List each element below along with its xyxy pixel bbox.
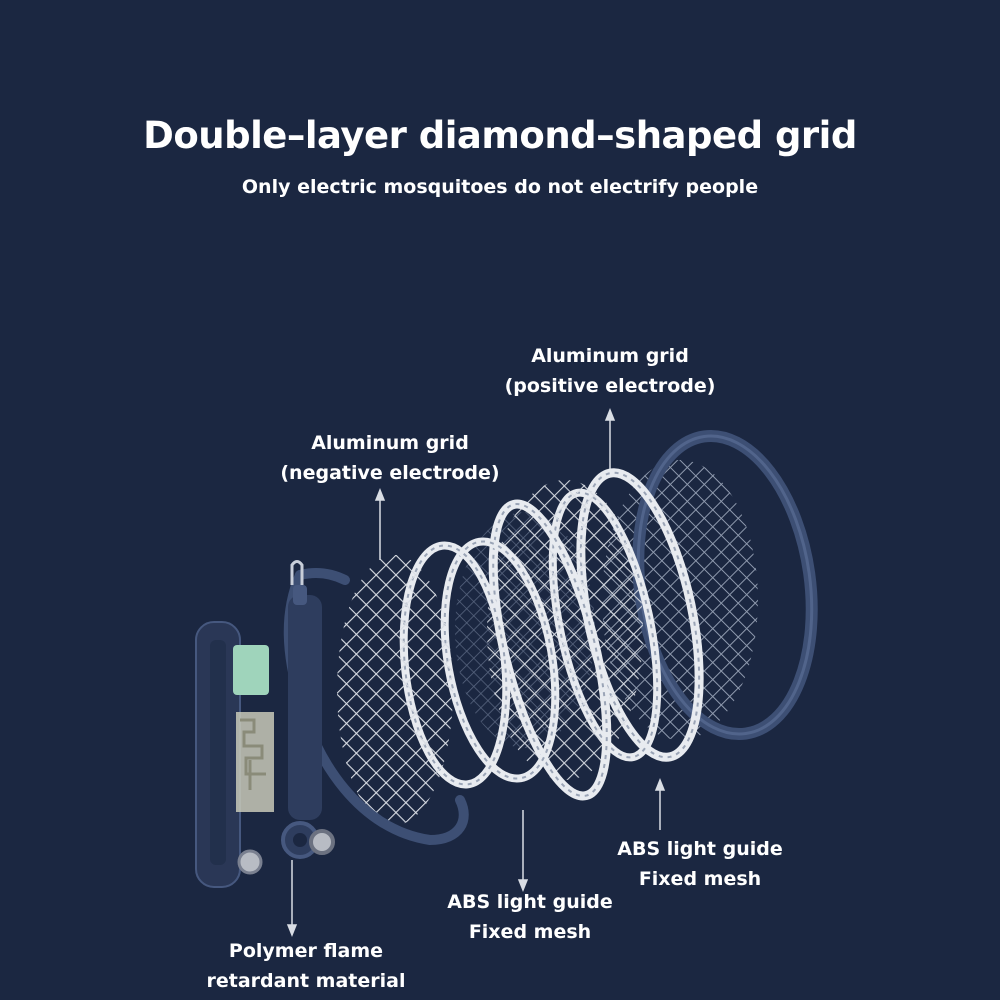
mesh-grid-positive bbox=[487, 480, 643, 780]
leader-lines bbox=[286, 407, 666, 938]
label-polymer-line2: retardant material bbox=[206, 970, 406, 992]
label-grid-negative-line2: (negative electrode) bbox=[280, 462, 500, 484]
battery-case bbox=[195, 621, 274, 888]
page-subtitle: Only electric mosquitoes do not electrif… bbox=[241, 176, 759, 198]
label-grid-positive: Aluminum grid (positive electrode) bbox=[480, 341, 740, 401]
label-grid-positive-line1: Aluminum grid bbox=[531, 345, 689, 367]
battery-cell bbox=[233, 645, 269, 695]
label-grid-negative: Aluminum grid (negative electrode) bbox=[260, 428, 520, 488]
label-grid-positive-line2: (positive electrode) bbox=[504, 375, 716, 397]
label-abs-center-line2: Fixed mesh bbox=[468, 921, 592, 943]
label-polymer-line1: Polymer flame bbox=[228, 940, 384, 962]
mesh-grid-negative bbox=[337, 555, 453, 825]
handle-frame bbox=[281, 560, 469, 859]
label-abs-right-line1: ABS light guide bbox=[617, 838, 783, 860]
label-abs-center-line1: ABS light guide bbox=[447, 891, 613, 913]
label-abs-right-line2: Fixed mesh bbox=[638, 868, 762, 890]
label-abs-center: ABS light guide Fixed mesh bbox=[415, 887, 645, 947]
page-title: Double–layer diamond–shaped grid bbox=[143, 114, 857, 157]
label-grid-negative-line1: Aluminum grid bbox=[311, 432, 469, 454]
label-polymer: Polymer flame retardant material bbox=[186, 936, 426, 996]
label-abs-right: ABS light guide Fixed mesh bbox=[585, 834, 815, 894]
